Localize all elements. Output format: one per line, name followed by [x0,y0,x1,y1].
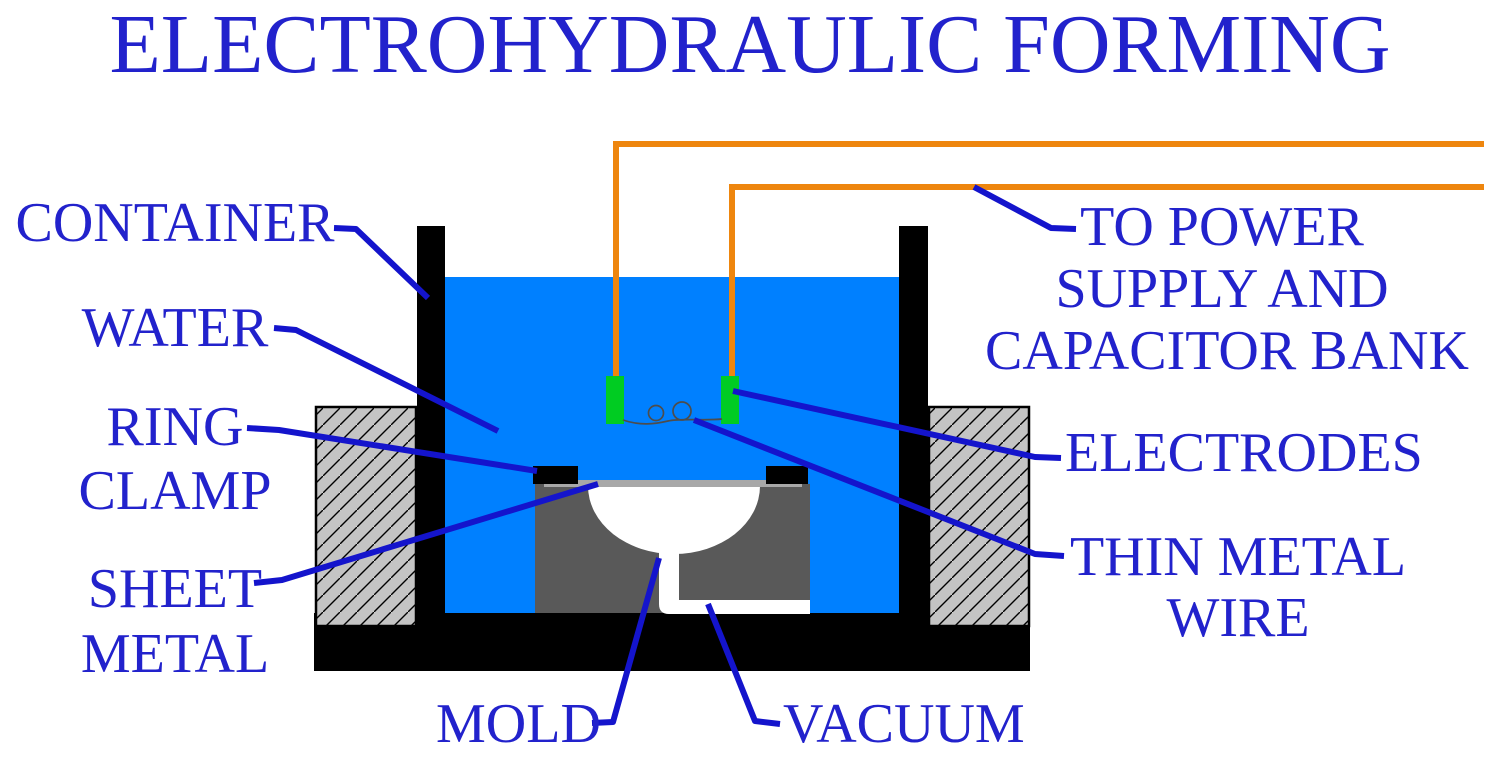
thin-metal-wire-loop [672,401,692,421]
container-wall-right [899,226,928,671]
leader-mold [591,557,662,726]
leader-container [333,225,431,301]
page-title: ELECTROHYDRAULIC FORMING [109,0,1391,91]
mold-cavity-dome [588,486,760,554]
leader-ring-clamp [246,425,538,474]
label-vacuum: VACUUM [783,693,1025,755]
leader-sheet-metal [253,481,599,586]
sheet-metal-strip [544,480,802,487]
leader-power-supply [972,184,1077,232]
label-electrodes: ELECTRODES [1065,422,1423,484]
thin-metal-wire [622,418,723,425]
container-wall-left [417,226,445,671]
label-sheet-metal-line1: SHEET [87,558,263,620]
label-ring-clamp: RING CLAMP [14,395,336,523]
label-thin-metal-wire-line2: WIRE [1166,587,1310,649]
clamp-block-left [533,466,578,484]
label-power-supply-line1: TO POWER [1080,196,1364,258]
label-power-supply: TO POWER SUPPLY AND CAPACITOR BANK [985,196,1469,382]
clamp-block-right [766,466,808,484]
label-ring-clamp-line1: RING [106,396,244,458]
electrode-left [606,376,624,424]
power-wire-right [729,184,1484,378]
label-thin-metal-wire-line1: THIN METAL [1069,526,1407,588]
leader-thin-metal-wire [692,417,1065,559]
label-sheet-metal-line2: METAL [80,623,270,685]
leader-water [273,325,500,434]
label-sheet-metal: SHEET METAL [14,557,336,687]
thin-metal-wire-loop [647,404,665,422]
leader-electrodes [732,388,1062,461]
electrode-right [721,376,739,424]
label-power-supply-line2: SUPPLY AND [1055,258,1389,320]
label-container: CONTAINER [15,192,335,254]
label-mold: MOLD [436,693,601,755]
vacuum-channel [659,548,810,614]
label-power-supply-line3: CAPACITOR BANK [985,320,1469,382]
leader-vacuum [705,602,781,727]
label-thin-metal-wire: THIN METAL WIRE [1065,527,1411,649]
label-ring-clamp-line2: CLAMP [78,460,272,522]
label-water: WATER [81,297,269,359]
power-wire-left [613,141,1484,378]
